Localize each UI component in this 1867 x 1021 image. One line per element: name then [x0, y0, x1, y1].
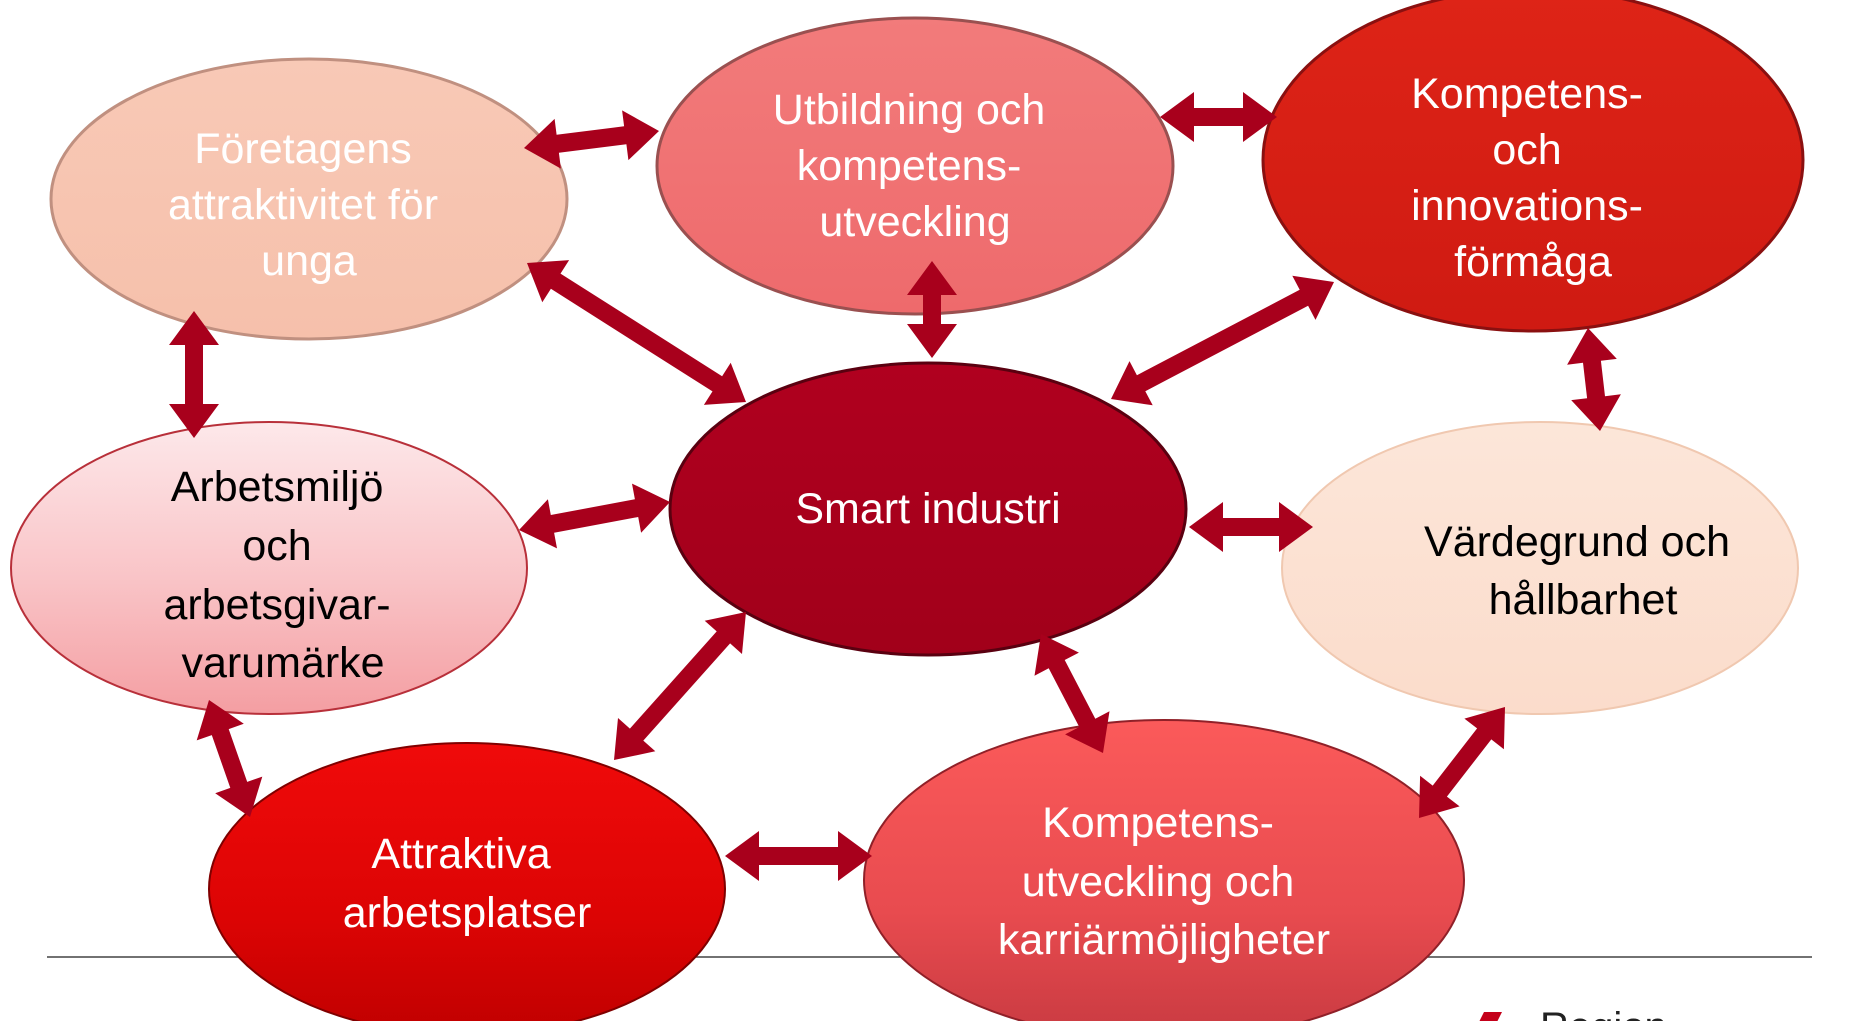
arrow-attraktiva-karriar: [725, 831, 872, 881]
node-smart-industri-label: Smart industri: [795, 485, 1060, 533]
node-vardegrund-label: Värdegrund och hållbarhet: [1424, 518, 1742, 624]
arrow-smart-industri-karriar: [1034, 634, 1110, 753]
node-attraktiva: Attraktiva arbetsplatser: [208, 742, 726, 1021]
node-kompetens-innovation-shape: [1261, 0, 1805, 333]
region-logo-text: Region: [1540, 1005, 1667, 1021]
arrow-arbetsmiljo-smart-industri: [519, 483, 670, 549]
arrow-kompetens-innovation-vardegrund: [1567, 328, 1621, 431]
node-utbildning-shape: [655, 16, 1175, 316]
connection-arrows: [169, 92, 1621, 881]
node-kompetens-innovation: Kompetens- och innovations- förmåga: [1261, 0, 1805, 333]
arrow-kompetens-innovation-smart-industri: [1111, 275, 1334, 406]
node-karriar: Kompetens- utveckling och karriärmöjligh…: [863, 719, 1465, 1021]
node-smart-industri-shape: [668, 361, 1188, 657]
arrow-arbetsmiljo-attraktiva: [196, 700, 263, 817]
node-karriar-shape: [863, 719, 1465, 1021]
node-vardegrund-shape: [1281, 421, 1799, 715]
node-arbetsmiljo-label: Arbetsmiljö och arbetsgivar- varumärke: [164, 463, 403, 687]
node-smart-industri: Smart industri: [668, 361, 1188, 657]
node-vardegrund: Värdegrund och hållbarhet: [1281, 421, 1799, 715]
arrow-utbildning-smart-industri: [907, 261, 957, 358]
arrow-smart-industri-attraktiva: [614, 612, 746, 760]
arrow-foretagens-arbetsmiljo: [169, 311, 219, 438]
node-arbetsmiljo: Arbetsmiljö och arbetsgivar- varumärke: [10, 421, 528, 715]
node-foretagens-shape: [49, 57, 569, 341]
arrow-smart-industri-vardegrund: [1189, 502, 1313, 552]
arrow-vardegrund-karriar: [1419, 707, 1505, 818]
node-utbildning: Utbildning och kompetens- utveckling: [655, 16, 1175, 316]
region-logo: Region: [1479, 1005, 1667, 1021]
node-utbildning-label: Utbildning och kompetens- utveckling: [773, 86, 1057, 246]
node-attraktiva-label: Attraktiva arbetsplatser: [343, 830, 592, 937]
node-foretagens: Företagens attraktivitet för unga: [49, 57, 569, 341]
node-attraktiva-shape: [208, 742, 726, 1021]
node-kompetens-innovation-label: Kompetens- och innovations- förmåga: [1411, 70, 1655, 286]
arrow-foretagens-smart-industri: [527, 260, 746, 405]
arrow-utbildning-kompetens-innovation: [1160, 92, 1277, 142]
node-karriar-label: Kompetens- utveckling och karriärmöjligh…: [998, 799, 1330, 964]
node-arbetsmiljo-shape: [10, 421, 528, 715]
arrow-foretagens-utbildning: [524, 110, 659, 169]
region-logo-mark: [1479, 1012, 1502, 1021]
node-foretagens-label: Företagens attraktivitet för unga: [168, 125, 450, 285]
